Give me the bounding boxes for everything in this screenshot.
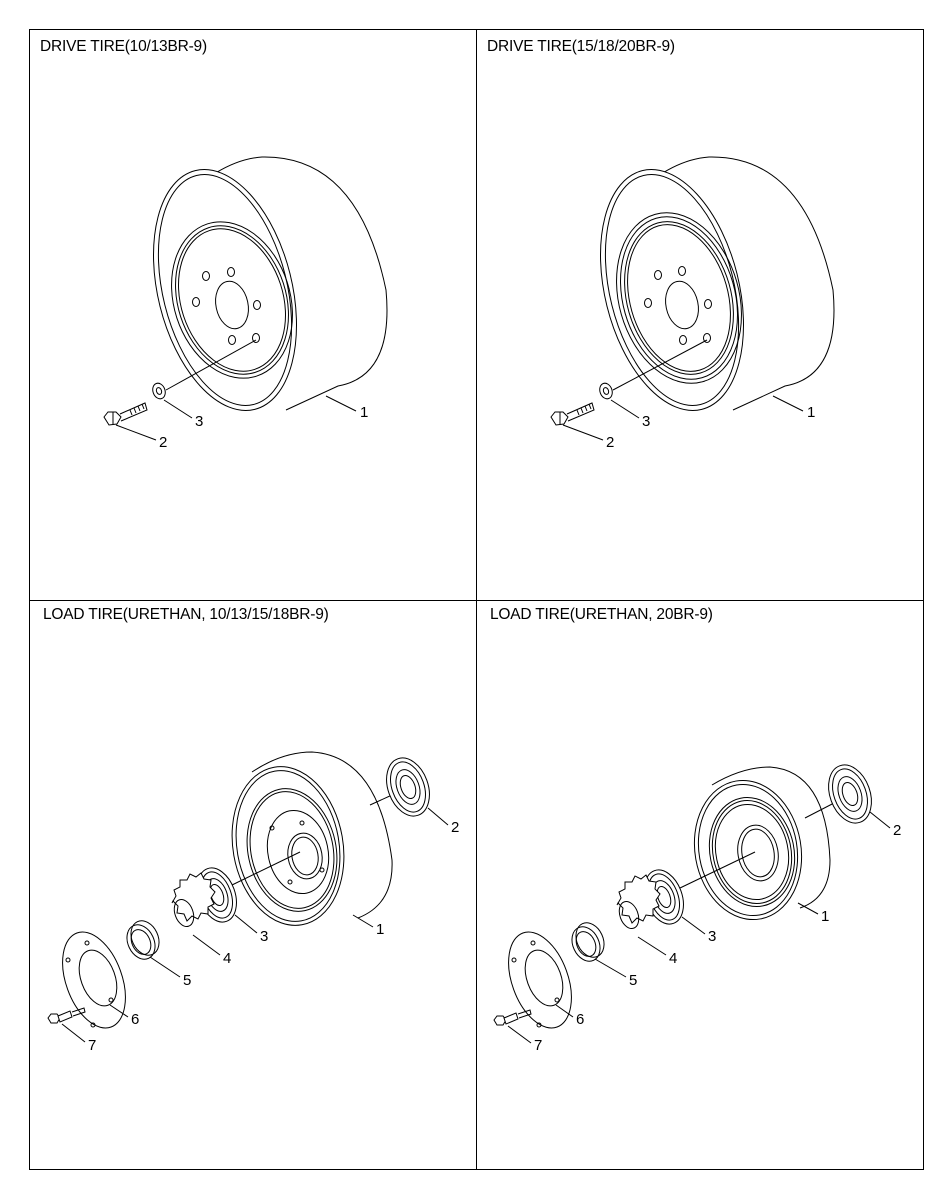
drive-tire-large-diagram: 1 2 3 xyxy=(550,156,835,451)
callout-2: 2 xyxy=(893,822,901,839)
load-tire-lock-washer xyxy=(171,872,216,928)
callout-3: 3 xyxy=(642,413,650,430)
callout-7: 7 xyxy=(534,1037,542,1054)
panel-title-drive-tire-small: DRIVE TIRE(10/13BR-9) xyxy=(40,38,207,55)
load-tire-outer-bearing xyxy=(828,764,872,824)
panel-title-load-tire-large: LOAD TIRE(URETHAN, 20BR-9) xyxy=(490,606,713,623)
callout-5: 5 xyxy=(183,972,191,989)
callout-2: 2 xyxy=(606,434,614,451)
drive-tire-callouts: 1 2 3 xyxy=(562,395,815,451)
load-tire-callouts: 1 2 3 4 5 6 7 xyxy=(61,807,459,1054)
drive-tire-washer xyxy=(152,382,166,400)
load-tire-nut xyxy=(571,922,605,962)
load-tire-nut xyxy=(126,920,160,960)
callout-3: 3 xyxy=(708,928,716,945)
callout-1: 1 xyxy=(376,921,384,938)
drive-tire-small-diagram: 1 2 3 xyxy=(103,156,388,451)
drive-tire-bolt xyxy=(103,402,148,426)
load-tire-bolt xyxy=(47,1007,86,1024)
panel-title-load-tire-small: LOAD TIRE(URETHAN, 10/13/15/18BR-9) xyxy=(43,606,329,623)
drive-tire-wheel xyxy=(600,156,835,411)
callout-2: 2 xyxy=(159,434,167,451)
load-tire-bolt xyxy=(493,1009,532,1026)
frame-divider-vertical xyxy=(476,29,477,1170)
load-tire-cover-plate xyxy=(62,931,126,1029)
load-tire-lock-washer xyxy=(616,874,661,930)
callout-1: 1 xyxy=(360,404,368,421)
callout-2: 2 xyxy=(451,819,459,836)
panel-title-drive-tire-large: DRIVE TIRE(15/18/20BR-9) xyxy=(487,38,675,55)
callout-7: 7 xyxy=(88,1037,96,1054)
load-tire-callouts: 1 2 3 4 5 6 7 xyxy=(507,811,901,1054)
load-tire-small-diagram: 1 2 3 4 5 6 7 xyxy=(47,751,459,1054)
load-tire-wheel xyxy=(231,751,393,926)
callout-1: 1 xyxy=(807,404,815,421)
load-tire-cover-plate xyxy=(508,931,572,1029)
frame-divider-horizontal xyxy=(29,600,924,601)
load-tire-large-diagram: 1 2 3 4 5 6 7 xyxy=(493,764,901,1054)
drive-tire-callouts: 1 2 3 xyxy=(115,395,368,451)
load-tire-wheel xyxy=(693,766,837,921)
drive-tire-bolt xyxy=(550,402,595,426)
callout-4: 4 xyxy=(669,950,677,967)
drive-tire-wheel xyxy=(153,156,388,411)
callout-6: 6 xyxy=(131,1011,139,1028)
callout-4: 4 xyxy=(223,950,231,967)
callout-6: 6 xyxy=(576,1011,584,1028)
load-tire-outer-bearing xyxy=(386,757,430,817)
drive-tire-washer xyxy=(599,382,613,400)
callout-5: 5 xyxy=(629,972,637,989)
callout-1: 1 xyxy=(821,908,829,925)
callout-3: 3 xyxy=(195,413,203,430)
callout-3: 3 xyxy=(260,928,268,945)
